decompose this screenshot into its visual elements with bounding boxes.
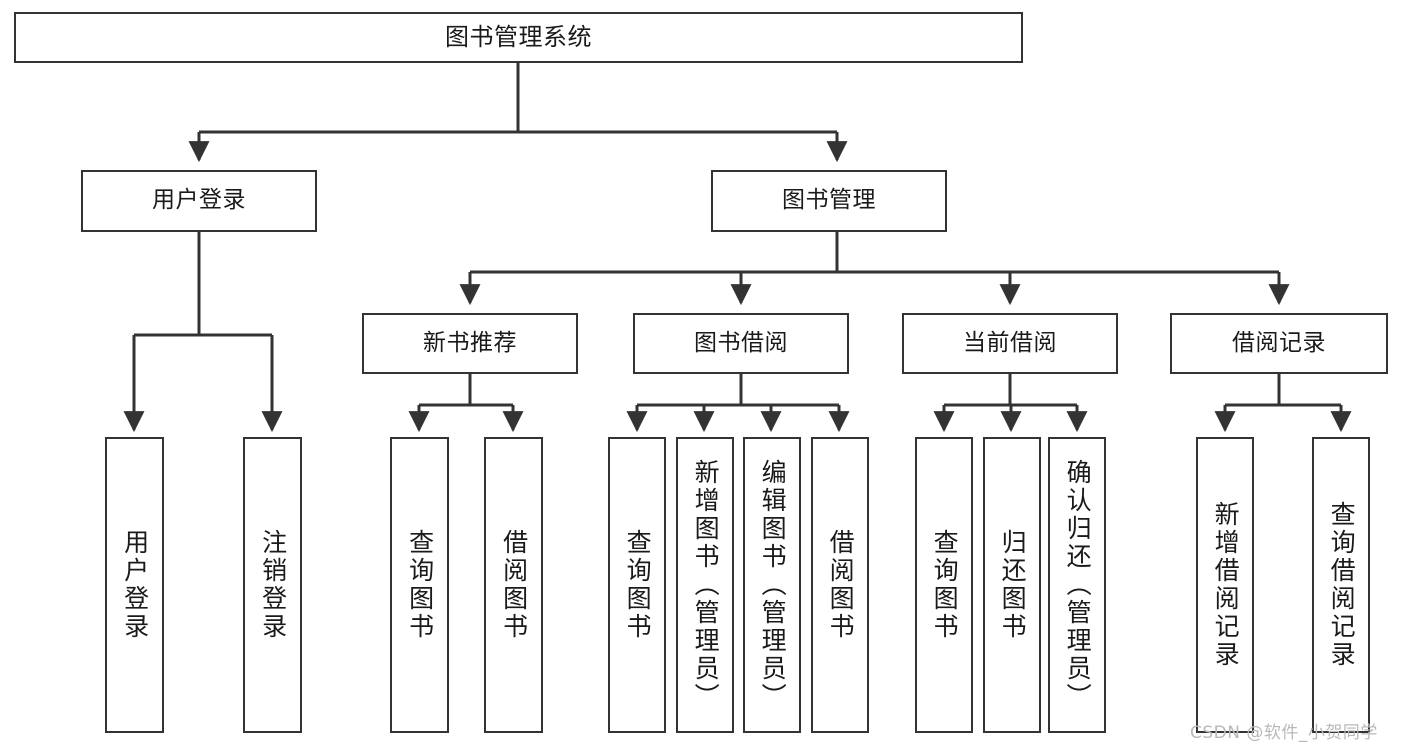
- node-label: 新书推荐: [423, 329, 517, 356]
- node-label: 归还图书: [998, 529, 1028, 641]
- node-label: 查询图书: [623, 529, 653, 641]
- node-label: 图书管理: [782, 187, 876, 214]
- node-label: 借阅图书: [499, 529, 529, 641]
- node-label: 借阅记录: [1232, 329, 1326, 356]
- leaf-add-borrow-record[interactable]: 新增借阅记录: [1196, 437, 1254, 733]
- node-borrow-record[interactable]: 借阅记录: [1170, 313, 1388, 374]
- node-label: 借阅图书: [826, 529, 856, 641]
- leaf-borrow-book[interactable]: 借阅图书: [811, 437, 869, 733]
- node-label: 新增图书（管理员）: [691, 459, 721, 711]
- watermark-csdn: CSDN @软件_小贺同学: [1190, 723, 1378, 743]
- node-label: 当前借阅: [963, 329, 1057, 356]
- node-label: 注销登录: [258, 529, 288, 641]
- leaf-query-book-new-book[interactable]: 查询图书: [390, 437, 449, 733]
- node-label: 新增借阅记录: [1211, 501, 1241, 669]
- leaf-return-book[interactable]: 归还图书: [983, 437, 1041, 733]
- node-label: 图书管理系统: [445, 23, 592, 52]
- node-label: 用户登录: [120, 529, 150, 641]
- node-new-book-recommendation[interactable]: 新书推荐: [362, 313, 578, 374]
- node-label: 查询借阅记录: [1327, 501, 1357, 669]
- leaf-user-login[interactable]: 用户登录: [105, 437, 164, 733]
- node-current-borrow[interactable]: 当前借阅: [902, 313, 1118, 374]
- leaf-confirm-return-admin[interactable]: 确认归还（管理员）: [1048, 437, 1106, 733]
- node-label: 用户登录: [152, 187, 246, 214]
- leaf-query-borrow-record[interactable]: 查询借阅记录: [1312, 437, 1370, 733]
- node-label: 查询图书: [930, 529, 960, 641]
- node-label: 确认归还（管理员）: [1063, 459, 1093, 711]
- leaf-query-book-current[interactable]: 查询图书: [915, 437, 973, 733]
- node-label: 查询图书: [405, 529, 435, 641]
- node-book-borrow[interactable]: 图书借阅: [633, 313, 849, 374]
- node-label: 图书借阅: [694, 329, 788, 356]
- leaf-query-book-borrow[interactable]: 查询图书: [608, 437, 666, 733]
- node-root-book-management-system[interactable]: 图书管理系统: [14, 12, 1023, 63]
- leaf-add-book-admin[interactable]: 新增图书（管理员）: [676, 437, 734, 733]
- node-user-login[interactable]: 用户登录: [81, 170, 317, 232]
- leaf-borrow-book-new-book[interactable]: 借阅图书: [484, 437, 543, 733]
- node-label: 编辑图书（管理员）: [758, 459, 788, 711]
- leaf-logout[interactable]: 注销登录: [243, 437, 302, 733]
- leaf-edit-book-admin[interactable]: 编辑图书（管理员）: [743, 437, 801, 733]
- node-book-management[interactable]: 图书管理: [711, 170, 947, 232]
